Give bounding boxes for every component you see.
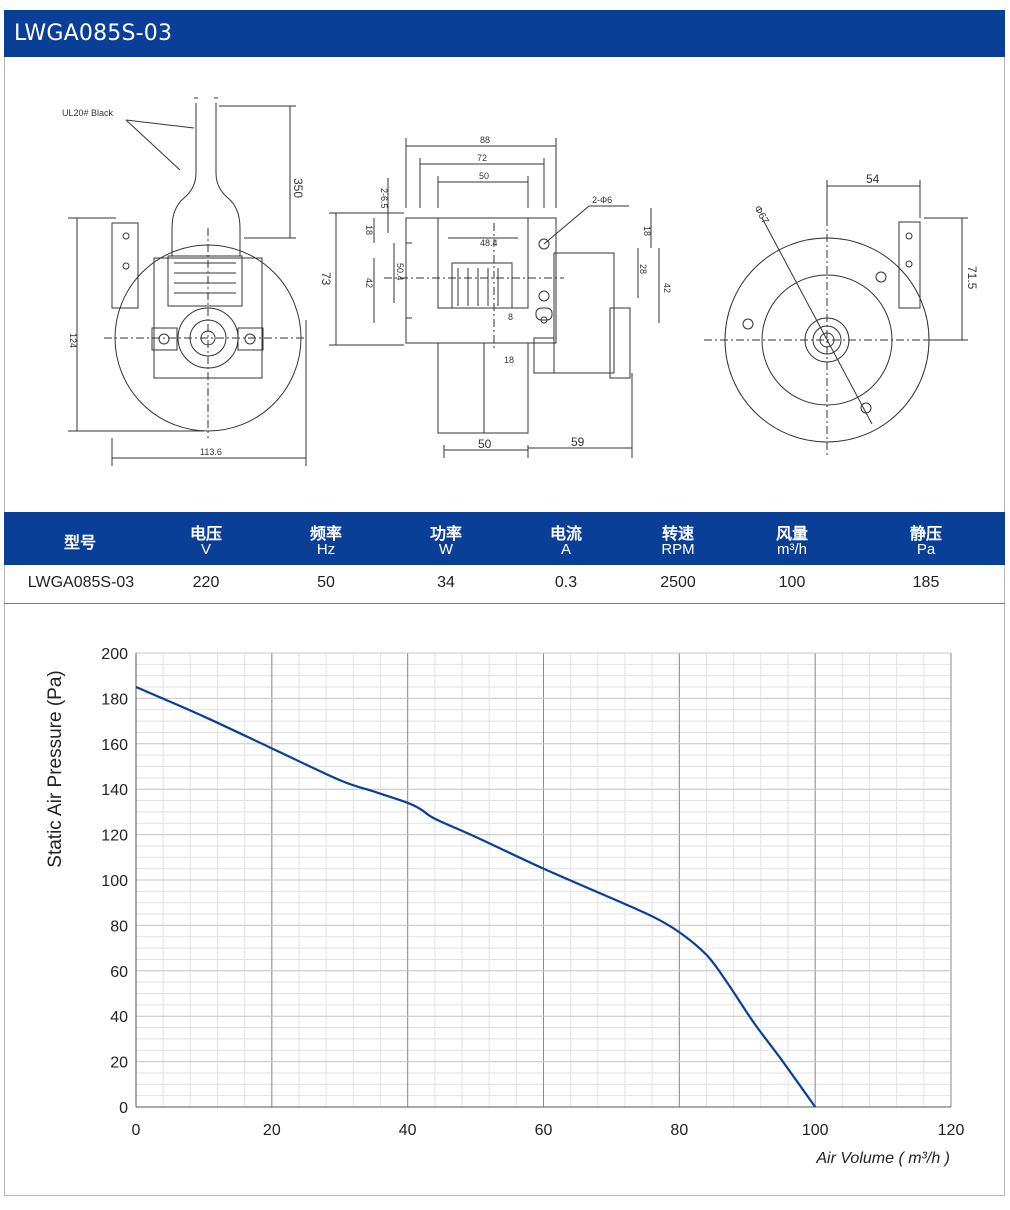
y-tick-label: 120: [101, 828, 128, 845]
cell-speed: 2500: [660, 574, 696, 591]
x-tick-label: 120: [938, 1122, 965, 1139]
series-group: [135, 686, 817, 1108]
y-tick-label: 140: [101, 782, 128, 799]
drawing-svg: UL20# Black 350 124 113.6 88 72 50 73 48…: [62, 97, 979, 466]
dim-42a: 42: [364, 278, 374, 288]
dim-50-4: 50.4: [395, 263, 405, 281]
dim-73: 73: [319, 272, 333, 286]
cell-pressure: 185: [912, 574, 940, 591]
y-tick-labels: 0 20 40 60 80 100 120 140 160 180 200: [101, 646, 128, 1117]
dim-18a: 18: [364, 225, 374, 235]
spec-table-row: LWGA085S-03 220 50 34 0.3 2500 100 185: [4, 565, 1005, 604]
y-tick-label: 40: [110, 1009, 128, 1026]
dim-8: 8: [508, 312, 513, 322]
wire-label: UL20# Black: [62, 108, 114, 118]
dim-2-65: 2-6.5: [379, 188, 389, 209]
x-axis-label: Air Volume ( m³/h ): [815, 1150, 950, 1167]
cell-airflow: 100: [778, 574, 806, 591]
dim-54: 54: [866, 172, 880, 186]
front-view: [329, 138, 660, 458]
y-tick-label: 160: [101, 737, 128, 754]
side-view: [68, 97, 307, 466]
y-tick-label: 80: [110, 918, 128, 935]
cell-voltage: 220: [192, 574, 220, 591]
y-tick-label: 180: [101, 691, 128, 708]
cell-frequency: 50: [317, 574, 335, 591]
x-tick-label: 0: [132, 1122, 141, 1139]
dim-18b: 18: [642, 226, 652, 236]
dim-18c: 18: [504, 355, 514, 365]
y-tick-label: 0: [119, 1100, 128, 1117]
y-tick-label: 100: [101, 873, 128, 890]
cell-current: 0.3: [554, 574, 578, 591]
dim-height: 124: [68, 333, 78, 348]
dim-67: Φ67: [751, 204, 770, 226]
dim-lead: 350: [291, 178, 305, 198]
performance-chart: 0 20 40 60 80 100 120 0 20 40 60 80 100 120 140 160 180…: [4, 604, 1005, 1196]
dim-50-top: 50: [479, 171, 489, 181]
cell-power: 34: [437, 574, 455, 591]
series-line-0: [135, 686, 817, 1108]
dim-50-bottom: 50: [478, 437, 492, 451]
x-tick-label: 100: [802, 1122, 829, 1139]
dim-28: 28: [638, 264, 648, 274]
dim-59: 59: [571, 435, 585, 449]
x-tick-labels: 0 20 40 60 80 100 120: [132, 1122, 965, 1139]
y-tick-label: 200: [101, 646, 128, 663]
th-model: 型号: [63, 533, 96, 552]
dim-72: 72: [477, 153, 487, 163]
chart-svg: 0 20 40 60 80 100 120 0 20 40 60 80 100 120 140 160 180…: [45, 646, 965, 1167]
x-tick-label: 40: [399, 1122, 417, 1139]
rear-view: [704, 180, 968, 458]
y-tick-label: 20: [110, 1055, 128, 1072]
dim-88: 88: [480, 135, 490, 145]
y-axis-label: Static Air Pressure (Pa): [45, 670, 66, 867]
x-tick-label: 20: [263, 1122, 281, 1139]
technical-drawing: UL20# Black 350 124 113.6 88 72 50 73 48…: [4, 58, 1005, 511]
dim-2-96: 2-Φ6: [592, 195, 612, 205]
cell-model: LWGA085S-03: [27, 574, 135, 591]
dim-71-5: 71.5: [965, 266, 979, 290]
page-title: LWGA085S-03: [14, 21, 173, 46]
x-tick-label: 80: [670, 1122, 688, 1139]
title-bar: LWGA085S-03: [4, 10, 1005, 57]
x-tick-label: 60: [535, 1122, 553, 1139]
dim-48: 48.4: [480, 238, 498, 248]
dim-width: 113.6: [200, 447, 222, 457]
y-tick-label: 60: [110, 964, 128, 981]
dim-42b: 42: [662, 283, 672, 293]
